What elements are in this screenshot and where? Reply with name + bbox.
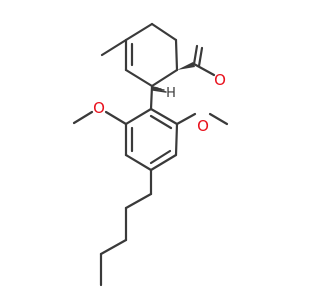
aldehyde-bond — [192, 62, 216, 77]
chemical-structure-diagram: O O O H — [72, 22, 229, 287]
ring-bond — [124, 22, 154, 42]
methoxy-left-bond — [104, 110, 128, 126]
aldehyde-oxygen-label: O — [214, 71, 226, 89]
methoxy-right-bond — [175, 112, 197, 126]
chain-bond — [99, 238, 128, 256]
aldehyde-double-bond — [197, 46, 204, 68]
pentyl-chain — [99, 168, 153, 287]
ring-bond — [149, 107, 179, 126]
stereo-wedge-bond — [177, 62, 195, 70]
ring-bond — [149, 153, 178, 172]
ring-bond — [150, 68, 179, 88]
methyl-bond — [100, 38, 128, 57]
ring-bond — [124, 153, 153, 172]
ring-bond — [174, 122, 179, 157]
stereo-hash-bond — [152, 86, 167, 93]
ring-bond — [124, 107, 153, 126]
ring-bond — [174, 38, 179, 72]
methoxy-left-oxygen-label: O — [93, 99, 105, 117]
benzene-ring — [124, 107, 179, 172]
methoxy-right-methyl-bond — [208, 112, 229, 126]
aldehyde-double-bond — [192, 44, 199, 66]
stereo-hydrogen-label: H — [166, 86, 176, 101]
ring-double-bond-inner — [149, 149, 172, 165]
ring-bond — [124, 68, 154, 88]
ring-link-bond — [149, 84, 154, 111]
methoxy-left-methyl-bond — [72, 110, 94, 125]
ring-double-bond-inner — [149, 114, 173, 130]
ring-bond — [150, 22, 178, 42]
methoxy-right-oxygen-label: O — [197, 117, 209, 135]
chain-bond — [124, 192, 153, 210]
cyclohexene-ring — [124, 22, 179, 88]
